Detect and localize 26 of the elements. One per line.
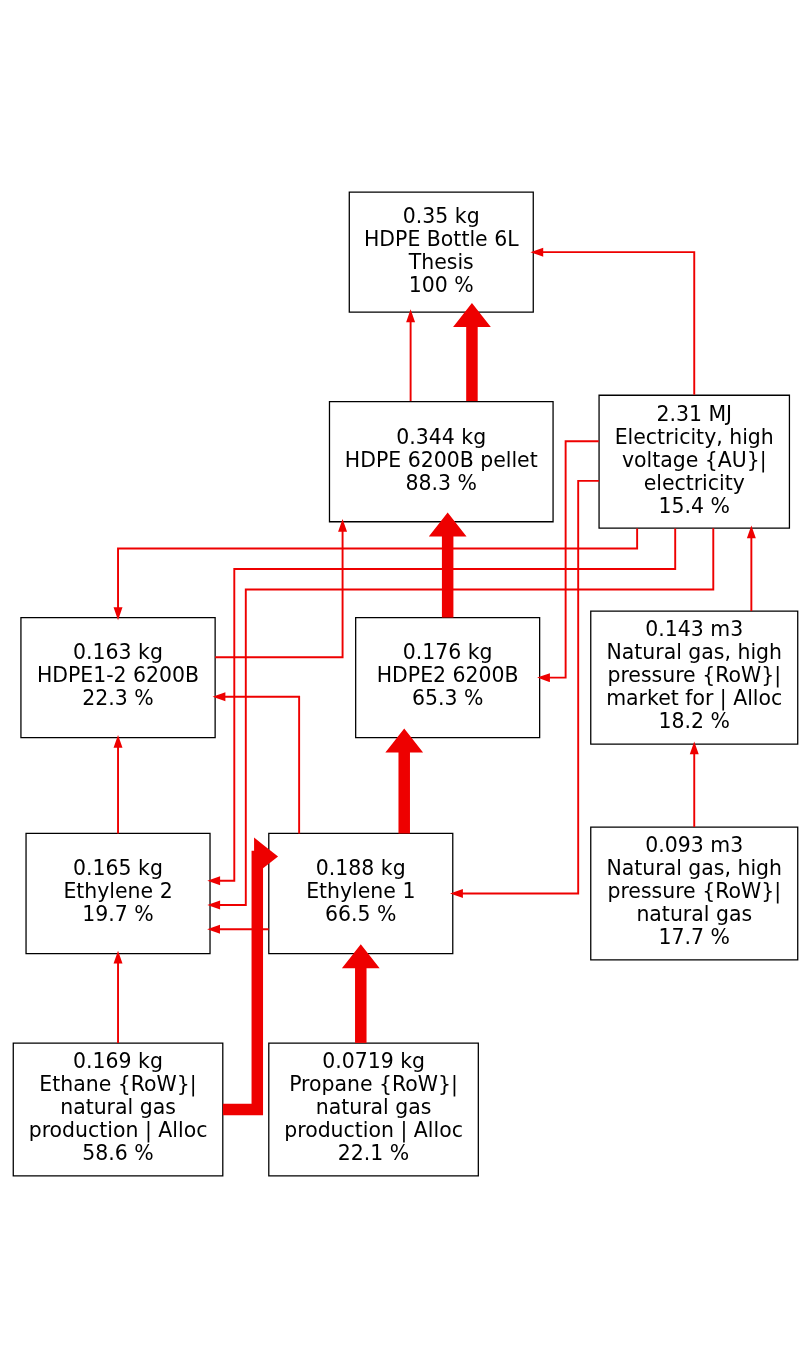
node-box: 0.163 kg HDPE1-2 6200B 22.3 % <box>20 616 216 738</box>
arrow <box>530 247 696 396</box>
node-box: 0.35 kg HDPE Bottle 6L Thesis 100 % <box>348 190 534 313</box>
node-box: 0.143 m3 Natural gas, high pressure {RoW}| market for | Alloc 18.2 % <box>590 610 799 745</box>
arrow <box>689 740 699 828</box>
arrow <box>385 728 424 833</box>
node-box: 2.31 MJ Electricity, high voltage {AU}| electricity 15.4 % <box>598 394 791 529</box>
arrow <box>406 308 416 402</box>
node-box: 0.344 kg HDPE 6200B pellet 88.3 % <box>328 400 554 522</box>
node-box: 0.176 kg HDPE2 6200B 65.3 % <box>355 616 541 738</box>
arrow <box>113 734 123 834</box>
node-box: 0.093 m3 Natural gas, high pressure {RoW}| natural gas 17.7 % <box>590 825 799 961</box>
arrow <box>207 924 270 934</box>
arrow <box>428 512 467 617</box>
node-box: 0.0719 kg Propane {RoW}| natural gas production | Alloc 22.1 % <box>268 1041 479 1177</box>
node-box: 0.188 kg Ethylene 1 66.5 % <box>268 832 454 954</box>
arrow <box>453 302 491 401</box>
arrow <box>113 950 123 1044</box>
arrow <box>537 439 600 682</box>
arrow <box>214 518 348 658</box>
arrow <box>222 837 279 1115</box>
node-box: 0.165 kg Ethylene 2 19.7 % <box>25 832 211 954</box>
arrow <box>341 943 380 1043</box>
arrow <box>746 524 756 612</box>
node-box: 0.169 kg Ethane {RoW}| natural gas production | Alloc 58.6 % <box>12 1041 224 1177</box>
arrow <box>212 691 301 834</box>
